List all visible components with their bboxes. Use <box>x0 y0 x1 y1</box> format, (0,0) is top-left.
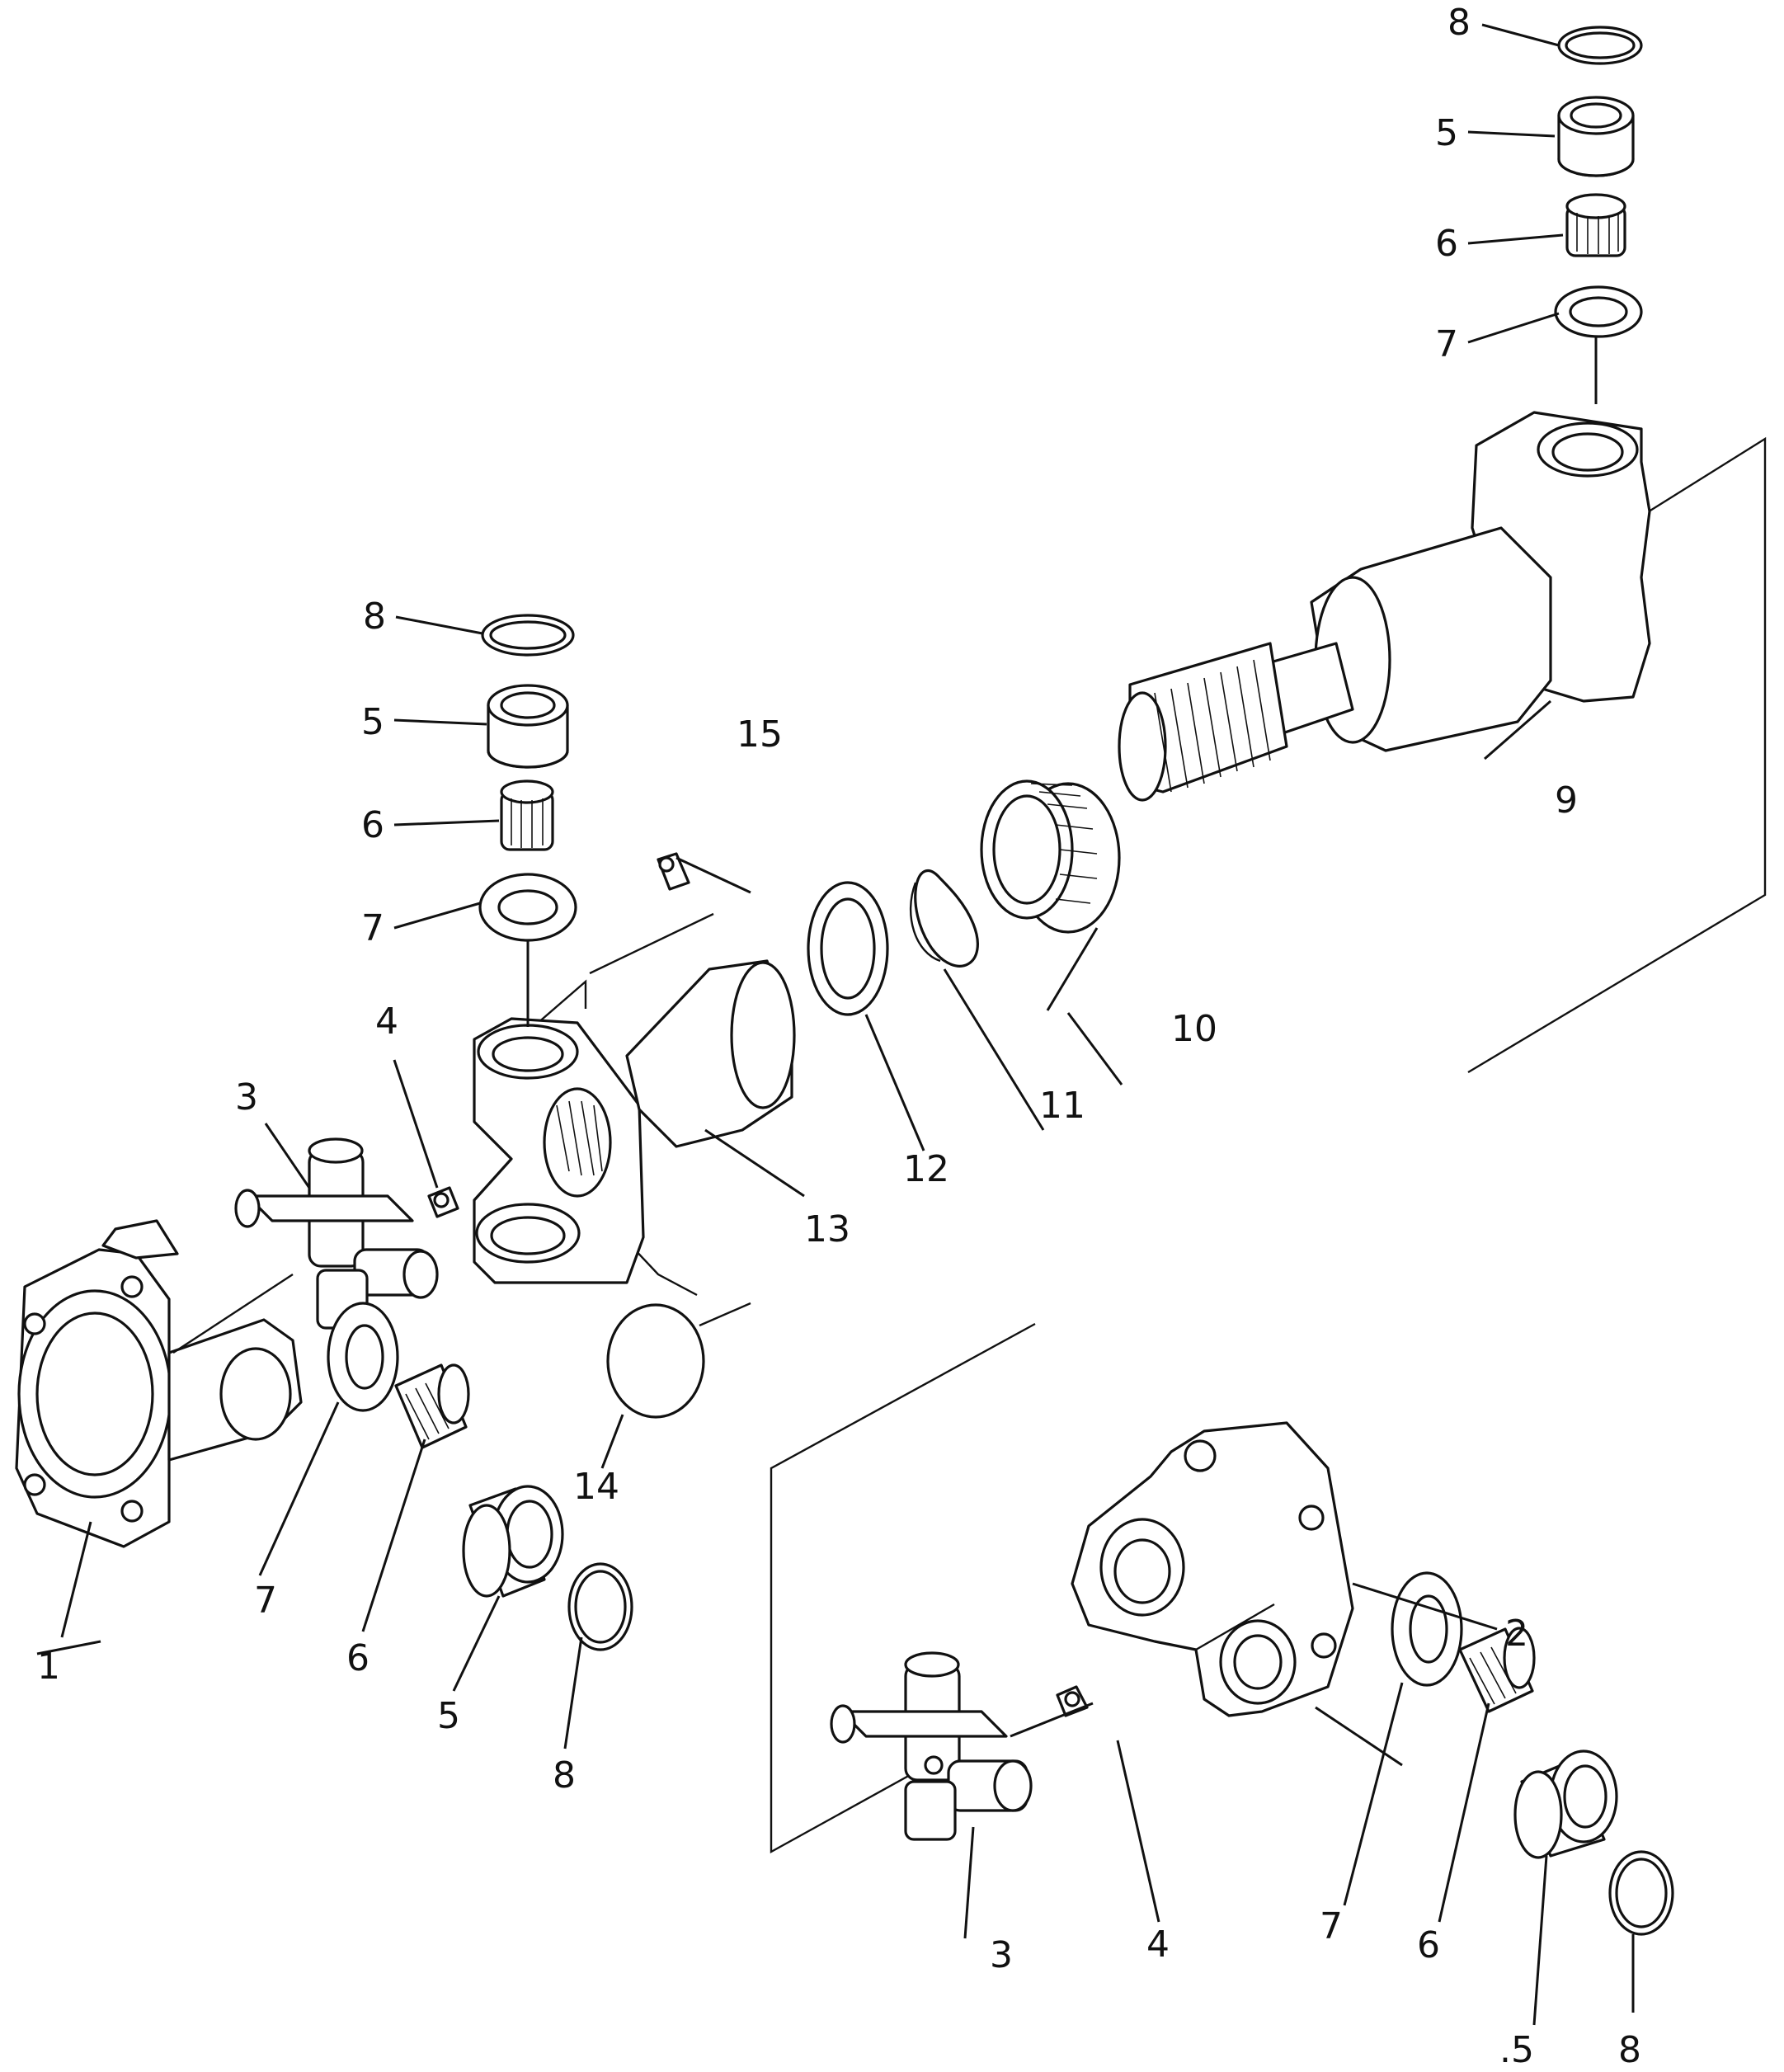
callout-6-left: 6 <box>346 1637 370 1679</box>
part-7-seal-left <box>327 1302 399 1412</box>
part-9-slip-yoke-shaft <box>1118 411 1651 802</box>
part-8-snap-ring-top <box>1557 26 1643 65</box>
callout-3-left: 3 <box>235 1076 258 1118</box>
callout-leader-lines <box>36 23 1635 2026</box>
part-12-seal <box>807 881 889 1016</box>
callout-14: 14 <box>573 1466 619 1508</box>
part-3-spider-right <box>830 1651 1033 1841</box>
callout-8-top: 8 <box>1447 2 1471 44</box>
callout-3-right: 3 <box>990 1934 1013 1976</box>
callout-7-right: 7 <box>1320 1905 1343 1947</box>
part-13-sleeve-yoke <box>473 959 796 1284</box>
callout-7-top: 7 <box>1435 323 1458 365</box>
callout-5-top: 5 <box>1435 112 1458 154</box>
callout-1: 1 <box>37 1646 60 1688</box>
callout-10: 10 <box>1171 1008 1217 1050</box>
callout-4-right: 4 <box>1146 1924 1170 1966</box>
part-8-snap-ring-left <box>567 1562 633 1651</box>
callout-6-mid: 6 <box>361 804 384 846</box>
part-8-snap-ring-right <box>1608 1850 1674 1936</box>
callout-15: 15 <box>737 713 783 756</box>
callout-5-left: 5 <box>437 1695 460 1737</box>
part-11-snap-ring <box>909 869 979 968</box>
part-5-bearing-cup-left <box>462 1485 564 1598</box>
part-6-needle-rollers-left <box>394 1363 470 1449</box>
callout-5-right: .5 <box>1499 2029 1534 2071</box>
callout-11: 11 <box>1039 1085 1085 1127</box>
callout-6-top: 6 <box>1435 223 1458 265</box>
part-7-seal-right <box>1391 1571 1463 1687</box>
callout-9: 9 <box>1555 779 1578 822</box>
callout-labels: 8 5 6 7 8 5 6 7 15 4 3 10 11 12 13 9 14 … <box>37 2 1641 2071</box>
callout-7-left: 7 <box>254 1580 277 1622</box>
callout-2: 2 <box>1505 1613 1528 1655</box>
part-14-plug <box>606 1303 705 1419</box>
part-1-flange-yoke <box>15 1219 303 1548</box>
callout-13: 13 <box>804 1208 850 1250</box>
part-3-spider-left <box>234 1137 439 1330</box>
part-6-needle-rollers-top <box>1565 193 1626 257</box>
callout-4-left: 4 <box>375 1001 398 1043</box>
part-6-needle-rollers-right <box>1458 1627 1536 1713</box>
callout-8-mid: 8 <box>363 596 386 638</box>
part-5-bearing-cup-right <box>1513 1749 1618 1859</box>
part-7-seal-top <box>1554 285 1643 338</box>
part-15-grease-fitting <box>657 852 690 891</box>
callout-7-mid: 7 <box>361 907 384 949</box>
callout-6-right: 6 <box>1417 1924 1440 1966</box>
part-7-seal-mid <box>478 873 577 942</box>
callout-8-right: 8 <box>1618 2029 1641 2071</box>
callout-5-mid: 5 <box>361 701 384 743</box>
callout-8-left: 8 <box>553 1754 576 1797</box>
part-6-needle-rollers-mid <box>500 779 554 851</box>
part-5-bearing-cup-mid <box>487 684 569 769</box>
callout-12: 12 <box>903 1148 949 1190</box>
part-8-snap-ring-mid <box>481 614 575 657</box>
part-10-dust-cap <box>980 779 1121 934</box>
part-4-grease-fitting-left <box>427 1186 459 1218</box>
part-2-flange-yoke <box>1071 1421 1354 1717</box>
part-5-bearing-cup-top <box>1557 96 1635 177</box>
